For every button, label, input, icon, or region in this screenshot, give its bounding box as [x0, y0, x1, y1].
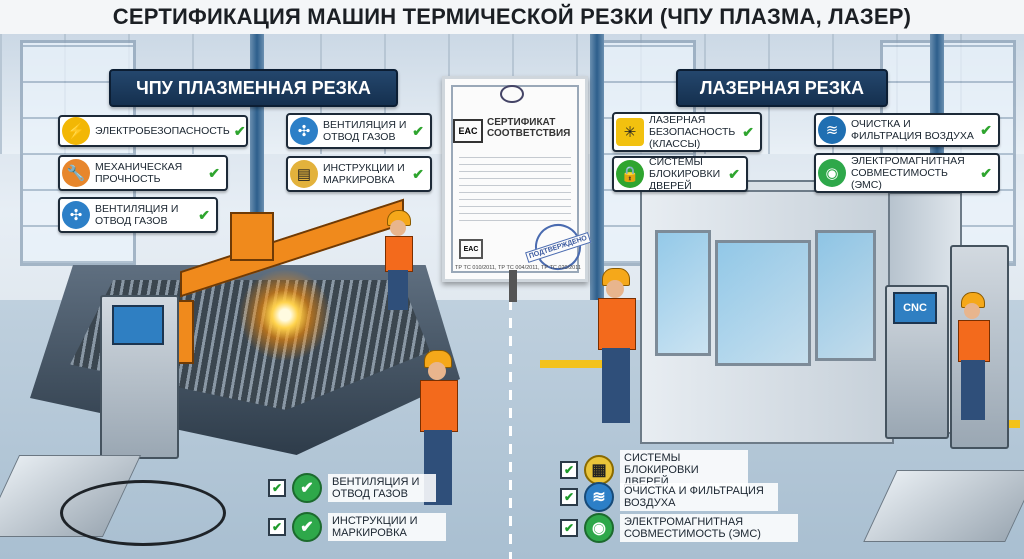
laser-door-glass [815, 230, 876, 361]
laser-door-glass [655, 230, 711, 356]
check-icon: ✔ [412, 122, 424, 139]
plasma-torch-carriage [230, 212, 274, 261]
lock-icon: ▦ [584, 455, 614, 485]
check-icon: ✔ [233, 122, 246, 139]
eac-mark-small: EAC [459, 239, 483, 259]
check-icon: ✔ [208, 164, 220, 181]
callout-ventilation-2: ✣ ВЕНТИЛЯЦИЯ И ОТВОД ГАЗОВ ✔ [286, 113, 432, 149]
floor-marking [540, 360, 620, 368]
checkbox-icon: ✔ [268, 479, 286, 497]
check-icon: ✔ [980, 164, 992, 181]
laser-cnc-screen: CNC [893, 292, 937, 324]
air-filter-icon: ≋ [584, 482, 614, 512]
check-icon: ✔ [412, 165, 424, 182]
plasma-check-ventilation: ✔ ✔ ВЕНТИЛЯЦИЯ И ОТВОД ГАЗОВ [268, 473, 436, 503]
cable-coil [60, 480, 226, 546]
check-circle-icon: ✔ [292, 473, 322, 503]
wrench-icon: 🔧 [62, 159, 90, 187]
air-filter-icon: ≋ [818, 116, 846, 144]
laser-check-emc: ✔ ◉ ЭЛЕКТРОМАГНИТНАЯ СОВМЕСТИМОСТЬ (ЭМС) [560, 513, 798, 543]
check-icon: ✔ [980, 121, 992, 138]
laser-section-header: ЛАЗЕРНАЯ РЕЗКА [676, 69, 888, 107]
laser-hazard-icon: ✳ [616, 118, 644, 146]
check-icon: ✔ [728, 165, 740, 182]
callout-electrical-safety: ⚡ ЭЛЕКТРОБЕЗОПАСНОСТЬ ✔ [58, 115, 248, 147]
eac-mark: EAC [453, 119, 483, 143]
checkbox-icon: ✔ [268, 518, 286, 536]
checkbox-icon: ✔ [560, 519, 578, 537]
callout-ventilation: ✣ ВЕНТИЛЯЦИЯ И ОТВОД ГАЗОВ ✔ [58, 197, 218, 233]
checkbox-icon: ✔ [560, 461, 578, 479]
plasma-sparks [230, 270, 340, 360]
certificate-text-lines [459, 151, 571, 221]
plasma-section-header: ЧПУ ПЛАЗМЕННАЯ РЕЗКА [109, 69, 398, 107]
check-icon: ✔ [198, 206, 210, 223]
certificate-stand [509, 270, 517, 302]
plasma-check-instructions: ✔ ✔ ИНСТРУКЦИИ И МАРКИРОВКА [268, 512, 446, 542]
callout-air-filtration: ≋ ОЧИСТКА И ФИЛЬТРАЦИЯ ВОЗДУХА ✔ [814, 113, 1000, 147]
emc-icon: ◉ [818, 159, 846, 187]
check-circle-icon: ✔ [292, 512, 322, 542]
checkbox-icon: ✔ [560, 488, 578, 506]
callout-laser-safety: ✳ ЛАЗЕРНАЯ БЕЗОПАСНОСТЬ (КЛАССЫ) ✔ [612, 112, 762, 152]
certificate-document: EAC СЕРТИФИКАТ СООТВЕТСТВИЯ EAC ПОДТВЕРЖ… [442, 76, 592, 282]
emblem-icon [500, 85, 524, 103]
callout-instructions: ▤ ИНСТРУКЦИИ И МАРКИРОВКА ✔ [286, 156, 432, 192]
steel-column [590, 34, 604, 334]
lightning-icon: ⚡ [62, 117, 90, 145]
document-icon: ▤ [290, 160, 318, 188]
fan-icon: ✣ [290, 117, 318, 145]
callout-emc: ◉ ЭЛЕКТРОМАГНИТНАЯ СОВМЕСТИМОСТЬ (ЭМС) ✔ [814, 153, 1000, 193]
emc-icon: ◉ [584, 513, 614, 543]
lock-icon: 🔒 [616, 160, 644, 188]
laser-check-air-filtration: ✔ ≋ ОЧИСТКА И ФИЛЬТРАЦИЯ ВОЗДУХА [560, 482, 778, 512]
callout-door-interlock: 🔒 СИСТЕМЫ БЛОКИРОВКИ ДВЕРЕЙ ✔ [612, 156, 748, 192]
certificate-heading: СЕРТИФИКАТ СООТВЕТСТВИЯ [487, 117, 571, 139]
plasma-cnc-screen [112, 305, 164, 345]
laser-window-glass [715, 240, 811, 366]
page-title: СЕРТИФИКАЦИЯ МАШИН ТЕРМИЧЕСКОЙ РЕЗКИ (ЧП… [0, 0, 1024, 34]
regulation-codes: ТР ТС 010/2011, ТР ТС 004/2011, ТР ТС 02… [455, 265, 581, 271]
callout-mechanical-strength: 🔧 МЕХАНИЧЕСКАЯ ПРОЧНОСТЬ ✔ [58, 155, 228, 191]
check-icon: ✔ [742, 123, 754, 140]
fan-icon: ✣ [62, 201, 90, 229]
section-divider [509, 300, 512, 559]
